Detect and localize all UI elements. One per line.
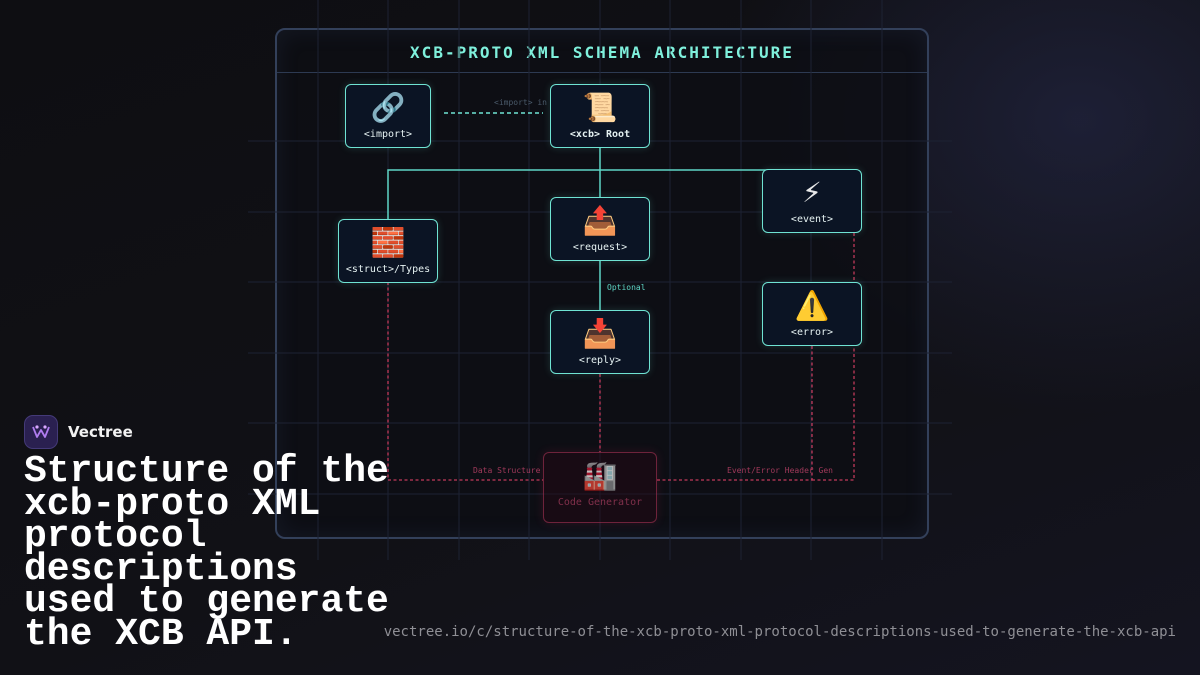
node-label: <reply>	[578, 355, 622, 366]
node-request[interactable]: 📤 <request>	[550, 197, 650, 261]
edge-label-optional: Optional	[607, 283, 646, 292]
edge-label-event-error: Event/Error Header Gen	[727, 466, 833, 475]
node-reply[interactable]: 📥 <reply>	[550, 310, 650, 374]
codegen-edges	[387, 233, 855, 481]
edge-struct-generator	[387, 282, 543, 481]
node-xcb-root[interactable]: 📜 <xcb> Root	[550, 84, 650, 148]
node-label: <error>	[790, 327, 834, 338]
headline: Structure of the xcb-proto XML protocol …	[24, 450, 389, 656]
node-label: <xcb> Root	[569, 129, 631, 140]
scroll-icon: 📜	[582, 91, 618, 124]
link-icon: 🔗	[370, 91, 406, 124]
warning-icon: ⚠️	[794, 289, 830, 322]
factory-icon: 🏭	[582, 459, 618, 492]
node-error[interactable]: ⚠️ <error>	[762, 282, 862, 346]
edge-label-data-structure: Data Structure	[473, 466, 541, 475]
node-import[interactable]: 🔗 <import>	[345, 84, 431, 148]
vectree-logo-icon	[24, 415, 58, 449]
inbox-tray-icon: 📥	[582, 317, 618, 350]
node-struct-types[interactable]: 🧱 <struct>/Types	[338, 219, 438, 283]
node-code-generator[interactable]: 🏭 Code Generator	[543, 452, 657, 523]
edge-event-generator	[812, 233, 855, 481]
node-label: <struct>/Types	[345, 264, 431, 275]
node-event[interactable]: ⚡ <event>	[762, 169, 862, 233]
page-url[interactable]: vectree.io/c/structure-of-the-xcb-proto-…	[383, 624, 1176, 640]
diagram-title: XCB-PROTO XML SCHEMA ARCHITECTURE	[277, 30, 927, 73]
brand-name: Vectree	[68, 423, 133, 441]
brand[interactable]: Vectree	[24, 415, 133, 449]
edge-label-import: <import> in	[494, 98, 547, 107]
node-label: <import>	[363, 129, 413, 140]
node-label: <request>	[572, 242, 628, 253]
brick-icon: 🧱	[370, 226, 406, 259]
edge-error-generator	[657, 346, 813, 481]
edge-root-struct	[387, 169, 600, 219]
node-label: <event>	[790, 214, 834, 225]
node-label: Code Generator	[557, 497, 643, 508]
lightning-icon: ⚡	[802, 176, 822, 209]
outbox-tray-icon: 📤	[582, 204, 618, 237]
